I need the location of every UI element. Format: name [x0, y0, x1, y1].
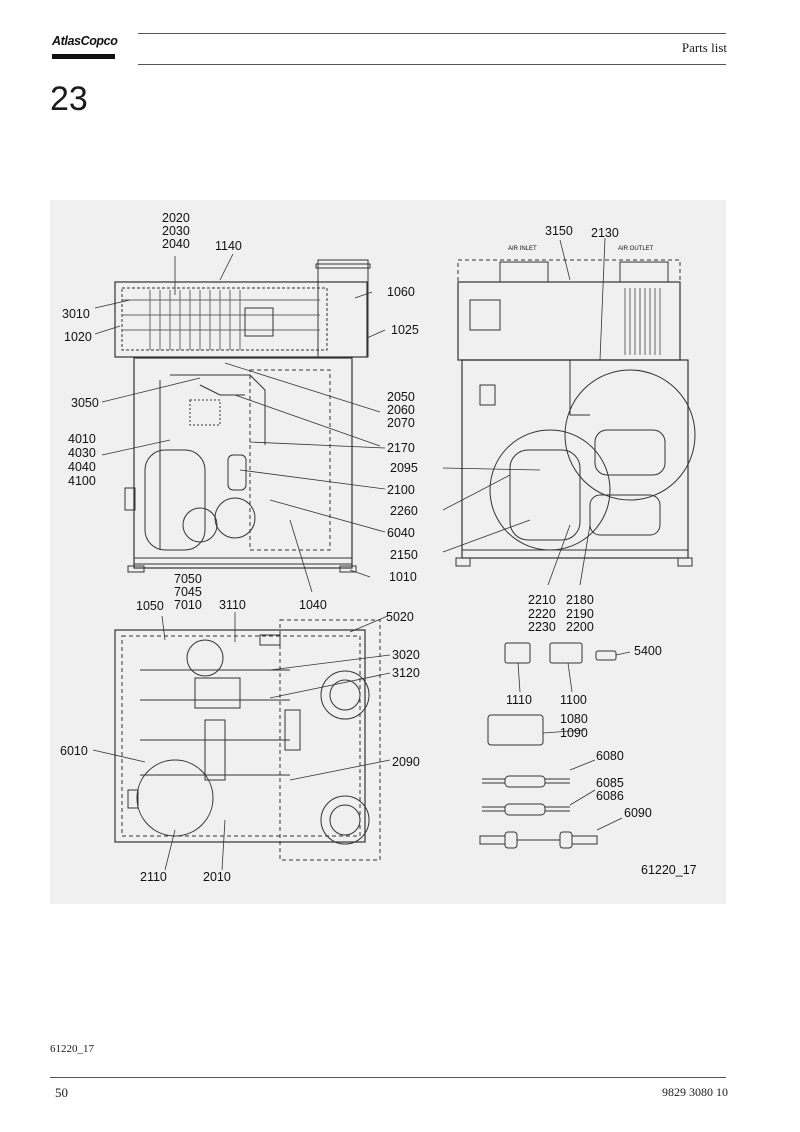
callout-6010: 6010 — [60, 744, 88, 758]
atlas-copco-logo: AtlasCopco — [52, 34, 118, 64]
callout-3050: 3050 — [71, 396, 99, 410]
callout-1050: 1050 — [136, 599, 164, 613]
document-number: 9829 3080 10 — [662, 1085, 728, 1099]
callout-7010: 7010 — [174, 598, 202, 612]
callout-1060: 1060 — [387, 285, 415, 299]
callout-2130: 2130 — [591, 226, 619, 240]
callout-5400: 5400 — [634, 644, 662, 658]
callout-3110: 3110 — [219, 598, 246, 612]
header-rule-top — [138, 33, 726, 34]
callout-2180: 2180 — [566, 593, 594, 607]
front-view-drawing — [114, 259, 371, 573]
callout-5020: 5020 — [386, 610, 414, 624]
callout-2200: 2200 — [566, 620, 594, 634]
air-inlet-label: AIR INLET — [508, 246, 537, 252]
callout-6085: 6085 — [596, 776, 624, 790]
logo-text: AtlasCopco — [52, 34, 118, 48]
callout-6090: 6090 — [624, 806, 652, 820]
top-view-drawing — [114, 619, 381, 861]
callout-3150: 3150 — [545, 224, 573, 238]
callout-1100: 1100 — [560, 693, 587, 707]
callout-6040: 6040 — [387, 526, 415, 540]
figure-reference: 61220_17 — [641, 863, 697, 877]
callout-1010: 1010 — [389, 570, 417, 584]
leader-lines — [92, 237, 631, 871]
loose-parts-drawing — [479, 642, 617, 849]
side-view-drawing — [455, 259, 696, 567]
callout-3010: 3010 — [62, 307, 90, 321]
footer-rule — [50, 1077, 726, 1078]
callout-labels: 2020 2030 2040 1140 3010 1020 1060 1025 … — [60, 211, 697, 884]
callout-3120: 3120 — [392, 666, 420, 680]
callout-1110: 1110 — [506, 693, 532, 707]
callout-7050: 7050 — [174, 572, 202, 586]
callout-2190: 2190 — [566, 607, 594, 621]
air-outlet-label: AIR OUTLET — [618, 246, 654, 252]
callout-6080: 6080 — [596, 749, 624, 763]
callout-4010: 4010 — [68, 432, 96, 446]
callout-2070: 2070 — [387, 416, 415, 430]
callout-1040: 1040 — [299, 598, 327, 612]
callout-2090: 2090 — [392, 755, 420, 769]
callout-2150: 2150 — [390, 548, 418, 562]
callout-4040: 4040 — [68, 460, 96, 474]
callout-1025: 1025 — [391, 323, 419, 337]
callout-4100: 4100 — [68, 474, 96, 488]
callout-1090: 1090 — [560, 726, 588, 740]
parts-diagram-svg: 2020 2030 2040 1140 3010 1020 1060 1025 … — [60, 211, 697, 884]
callout-1140: 1140 — [215, 239, 242, 253]
callout-2050: 2050 — [387, 390, 415, 404]
callout-2060: 2060 — [387, 403, 415, 417]
callout-2030: 2030 — [162, 224, 190, 238]
callout-2210: 2210 — [528, 593, 556, 607]
callout-2260: 2260 — [390, 504, 418, 518]
page-number: 50 — [55, 1085, 68, 1100]
section-title: Parts list — [681, 40, 727, 55]
callout-1020: 1020 — [64, 330, 92, 344]
callout-2110: 2110 — [140, 870, 167, 884]
footer-figure-ref: 61220_17 — [50, 1043, 94, 1055]
callout-6086: 6086 — [596, 789, 624, 803]
chapter-number: 23 — [50, 80, 88, 118]
callout-2095: 2095 — [390, 461, 418, 475]
parts-diagram: 2020 2030 2040 1140 3010 1020 1060 1025 … — [50, 200, 726, 904]
callout-3020: 3020 — [392, 648, 420, 662]
callout-2010: 2010 — [203, 870, 231, 884]
callout-7045: 7045 — [174, 585, 202, 599]
logo-bar — [52, 54, 115, 59]
callout-2100: 2100 — [387, 483, 415, 497]
callout-1080: 1080 — [560, 712, 588, 726]
callout-2170: 2170 — [387, 441, 415, 455]
callout-2220: 2220 — [528, 607, 556, 621]
header-rule-bottom — [138, 64, 726, 65]
callout-2020: 2020 — [162, 211, 190, 225]
callout-4030: 4030 — [68, 446, 96, 460]
callout-2230: 2230 — [528, 620, 556, 634]
callout-2040: 2040 — [162, 237, 190, 251]
